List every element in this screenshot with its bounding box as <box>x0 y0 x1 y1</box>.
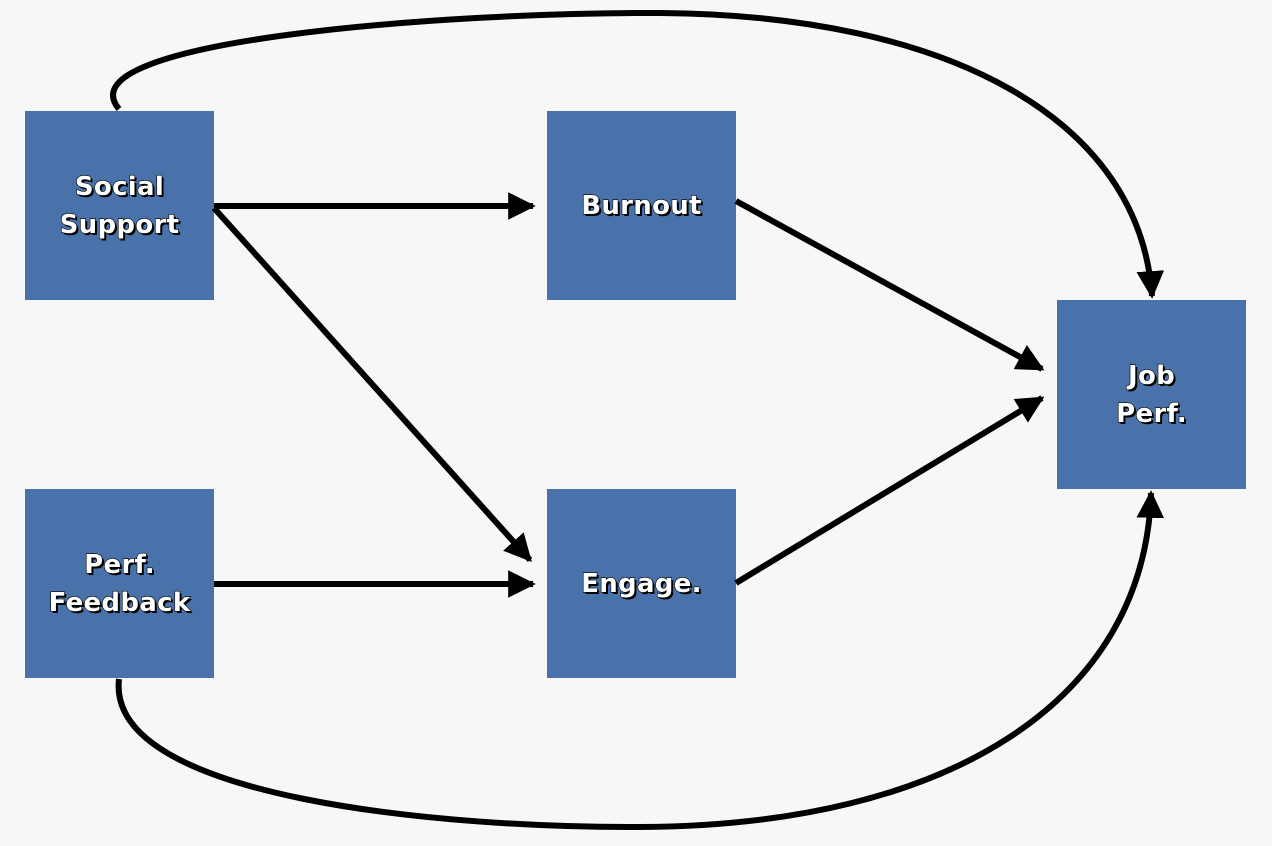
arrow-burnout-to-job-performance <box>734 198 1045 372</box>
node-social-support-line2: Support <box>59 209 180 240</box>
node-burnout: Burnout <box>547 111 736 300</box>
arrow-engagement-to-job-performance <box>734 395 1045 586</box>
node-job-performance-line2: Perf. <box>1116 398 1188 429</box>
node-social-support-line1: Social <box>74 171 165 202</box>
node-box-job-performance <box>1057 300 1246 489</box>
arrow-perf-feedback-to-job-performance <box>115 490 1165 831</box>
node-job-performance: Job Perf. <box>1057 300 1246 489</box>
arrow-social-support-to-engagement <box>211 205 533 563</box>
node-box-social-support <box>25 111 214 300</box>
node-perf-feedback: Perf. Feedback <box>25 489 214 678</box>
node-burnout-label: Burnout <box>581 190 702 221</box>
node-job-performance-line1: Job <box>1127 360 1176 391</box>
node-engagement: Engage. <box>547 489 736 678</box>
node-box-burnout <box>547 111 736 300</box>
node-engagement-label: Engage. <box>581 568 703 599</box>
node-perf-feedback-line1: Perf. <box>84 549 156 580</box>
node-box-perf-feedback <box>25 489 214 678</box>
arrow-social-support-to-job-performance <box>110 9 1165 299</box>
node-box-engagement <box>547 489 736 678</box>
node-social-support: Social Support <box>25 111 214 300</box>
node-perf-feedback-line2: Feedback <box>48 587 191 618</box>
